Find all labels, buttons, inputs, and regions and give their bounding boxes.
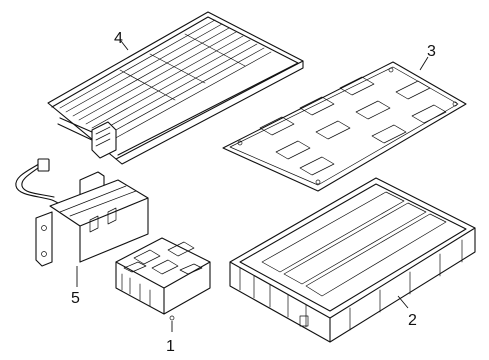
callout-5: 5	[71, 290, 80, 307]
callout-1: 1	[166, 338, 175, 355]
part-2-lower-tray	[229, 177, 476, 343]
part-3-seal-gasket	[222, 56, 467, 192]
callout-2: 2	[408, 312, 417, 329]
part-1-junction-box	[115, 237, 211, 332]
part-4-upper-tray	[47, 11, 304, 165]
callout-4: 4	[114, 30, 123, 47]
part-5-control-module	[15, 158, 149, 287]
callout-3: 3	[427, 43, 436, 60]
